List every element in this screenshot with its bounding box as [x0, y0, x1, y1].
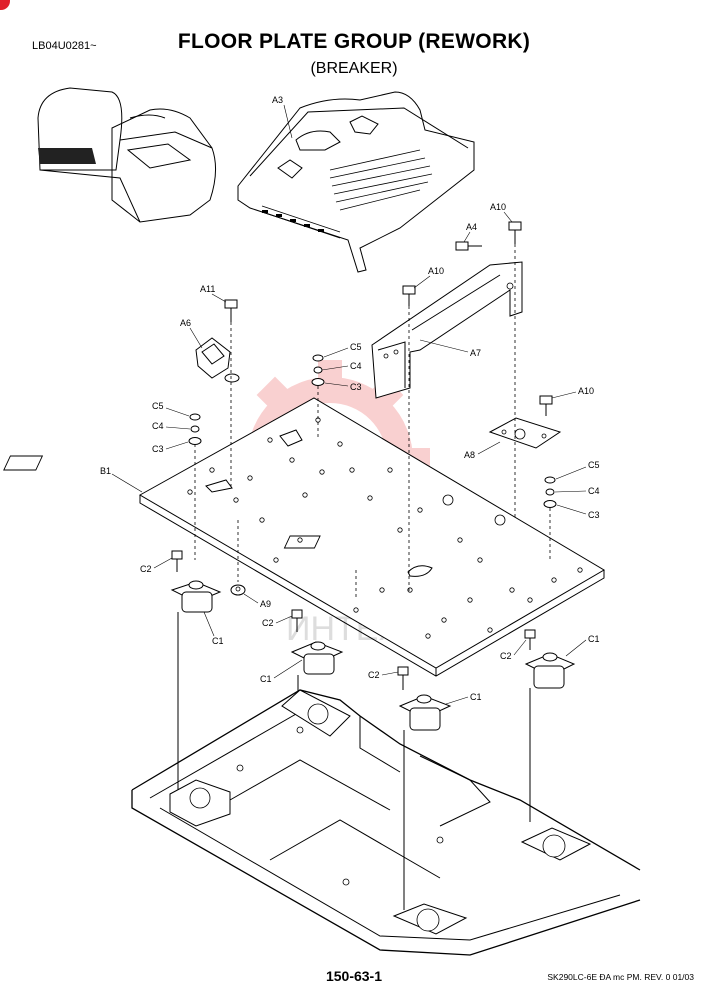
corner-badge	[0, 0, 10, 10]
callout-a10-right: A10	[578, 386, 594, 396]
washer-stack-right	[543, 476, 557, 508]
page-number: 150-63-1	[325, 968, 383, 984]
callout-c3-b: C3	[152, 444, 164, 454]
callout-c3-c: C3	[588, 510, 600, 520]
bolt-c2-midleft	[291, 609, 303, 632]
bolt-a10-mid	[402, 285, 416, 306]
cab-seat-thumbnail	[37, 87, 216, 223]
callout-c2-midleft: C2	[262, 618, 274, 628]
callout-c2-right: C2	[500, 651, 512, 661]
callout-c1-right: C1	[588, 634, 600, 644]
callout-c4-a: C4	[350, 361, 362, 371]
callout-c4-c: C4	[588, 486, 600, 496]
assembly-centerlines	[194, 244, 551, 600]
plate-a8	[488, 417, 562, 449]
callout-c2-left: C2	[140, 564, 152, 574]
callout-a10-mid: A10	[428, 266, 444, 276]
callout-a8: A8	[464, 450, 475, 460]
callout-a11: A11	[200, 284, 215, 294]
mount-c1-mid	[398, 694, 452, 731]
nut-a9	[230, 584, 246, 596]
callout-c3-a: C3	[350, 382, 362, 392]
pedal-a6	[195, 337, 240, 383]
bolt-a10-top	[508, 221, 522, 244]
callout-a6: A6	[180, 318, 191, 328]
document-reference: SK290LC-6E ĐA mc PM. REV. 0 01/03	[547, 972, 694, 982]
callout-b1: B1	[100, 466, 111, 476]
bolt-a4	[455, 241, 482, 251]
mount-c1-right	[524, 652, 576, 689]
mount-c1-midleft	[290, 641, 344, 675]
reference-code: LB04U0281~	[32, 40, 97, 52]
page-title: FLOOR PLATE GROUP (REWORK)	[177, 30, 531, 53]
base-frame	[131, 689, 641, 956]
washer-stack-center-top	[311, 354, 325, 386]
page-subtitle: (BREAKER)	[310, 60, 398, 77]
callout-c4-b: C4	[152, 421, 164, 431]
bolt-c2-right	[524, 629, 536, 650]
bolt-a11	[224, 299, 238, 322]
callout-c5-c: C5	[588, 460, 600, 470]
floor-mat-a3	[237, 91, 475, 273]
mount-c1-left	[170, 580, 222, 613]
bolt-c2-mid	[397, 666, 409, 690]
callout-a4: A4	[466, 222, 477, 232]
bolt-c2-left	[171, 550, 183, 572]
callout-c5-a: C5	[350, 342, 362, 352]
callout-a10-top: A10	[490, 202, 506, 212]
bolt-a10-right	[539, 395, 553, 416]
floor-plate-b1	[3, 397, 605, 677]
callout-c1-mid: C1	[470, 692, 482, 702]
callout-c5-b: C5	[152, 401, 164, 411]
callout-a7: A7	[470, 348, 481, 358]
washer-stack-left	[188, 413, 202, 445]
callout-a9: A9	[260, 599, 271, 609]
callout-c1-left: C1	[212, 636, 224, 646]
callout-a3: A3	[272, 95, 283, 105]
callout-c1-midleft: C1	[260, 674, 272, 684]
callout-c2-mid: C2	[368, 670, 380, 680]
bracket-a7	[371, 261, 523, 399]
